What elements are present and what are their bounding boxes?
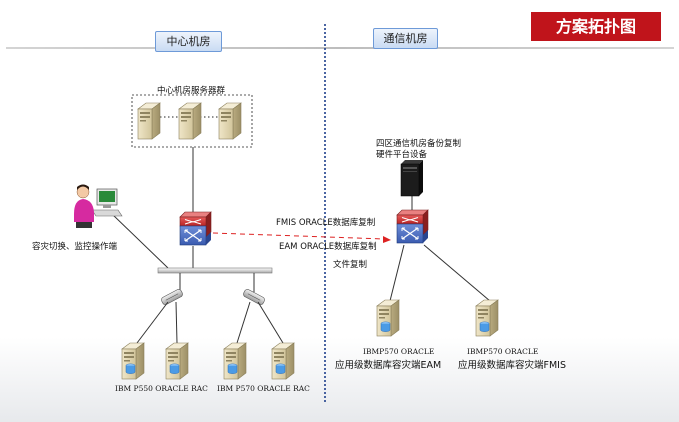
eam-server-model: IBMP570 ORACLE [363,347,435,356]
backup-hardware-device [400,160,423,197]
rac-left-label: IBM P550 ORACLE RAC [115,384,208,393]
header-divider [6,47,674,49]
hub-right [243,289,265,305]
replication-arrow [212,232,386,240]
server-cluster-frame [131,94,253,148]
operator-label: 容灾切换、监控操作端 [32,242,118,252]
hub-left [161,289,183,305]
fmis-server-model: IBMP570 ORACLE [467,347,539,356]
cluster-server-1 [137,102,161,140]
fmis-server-desc: 应用级数据库容灾端FMIS [458,360,566,371]
operator-link [111,213,169,269]
comm-room-label: 通信机房 [373,28,438,49]
cluster-server-3 [218,102,242,140]
operator-workstation-icon [74,184,123,228]
fmis-replication-label: FMIS ORACLE数据库复制 [276,218,376,228]
center-core-switch [179,211,212,246]
cluster-server-2 [178,102,202,140]
eam-server-desc: 应用级数据库容灾端EAM [335,360,442,371]
network-bus [157,267,273,274]
eam-replication-label: EAM ORACLE数据库复制 [279,242,377,252]
comm-room-switch [396,209,429,244]
backup-device-label-line2: 硬件平台设备 [376,150,428,160]
backup-device-label-line1: 四区通信机房备份复制 [376,139,462,149]
center-room-label: 中心机房 [155,31,222,52]
server-cluster-label: 中心机房服务器群 [157,86,226,96]
rac-right-label: IBM P570 ORACLE RAC [217,384,310,393]
file-replication-label: 文件复制 [333,260,368,270]
diagram-title: 方案拓扑图 [531,12,661,41]
